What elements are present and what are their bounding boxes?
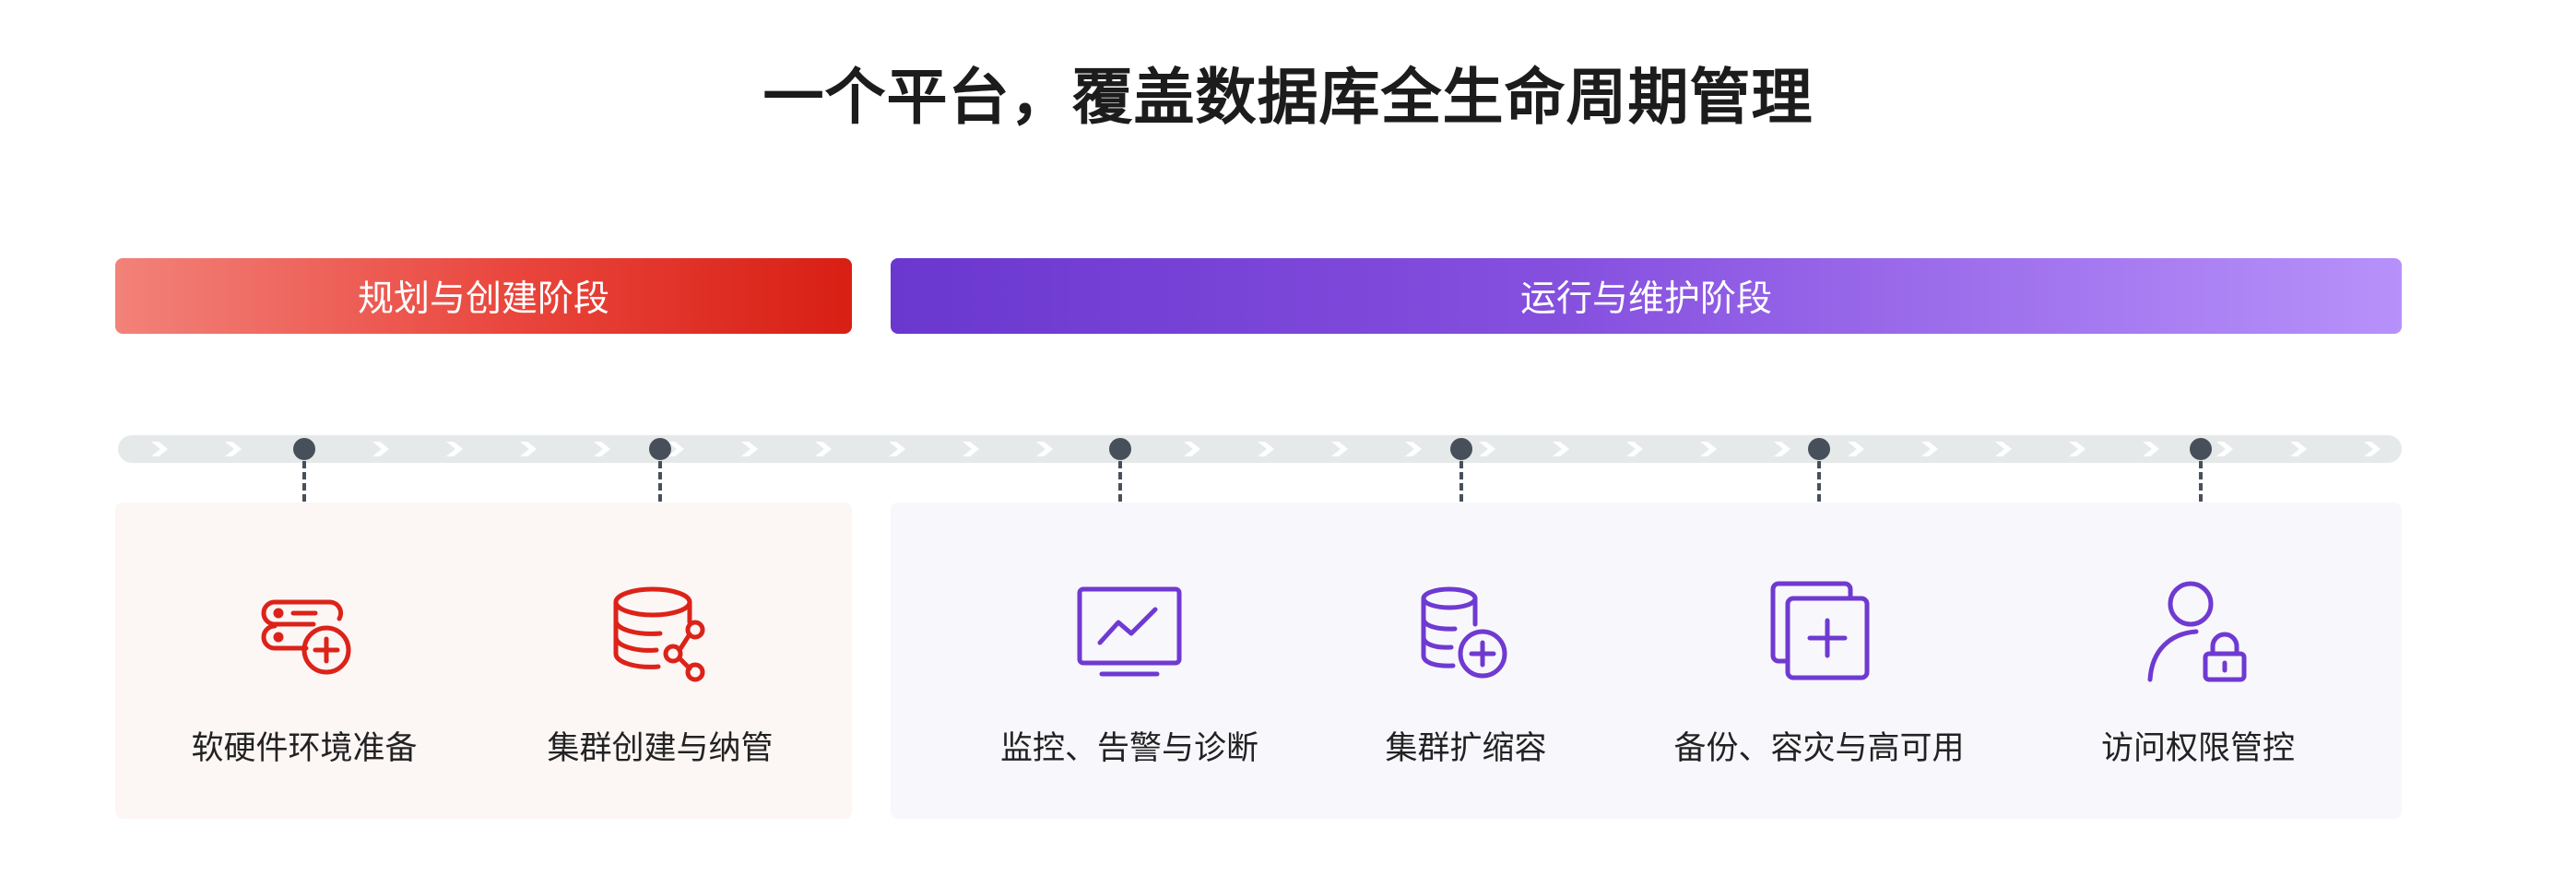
monitor-chart-icon (1077, 586, 1182, 677)
chevron-right-icon (2143, 442, 2159, 456)
chevron-right-icon (1405, 442, 1422, 456)
chevron-right-icon (741, 442, 758, 456)
chevron-right-icon (1774, 442, 1790, 456)
chevron-right-icon (2069, 442, 2086, 456)
stage-label: 备份、容灾与高可用 (1673, 730, 1965, 767)
chevron-right-icon (1553, 442, 1569, 456)
chevron-right-icon (1700, 442, 1717, 456)
timeline-node (1808, 438, 1830, 460)
chevron-right-icon (1036, 442, 1053, 456)
chevron-right-icon (225, 442, 242, 456)
stage-item-environment-prep: 软硬件环境准备 (148, 503, 461, 769)
stage-item-access-control: 访问权限管控 (2041, 503, 2355, 769)
panel-planning (115, 503, 852, 819)
stage-label: 访问权限管控 (2100, 730, 2295, 767)
chevron-right-icon (2216, 442, 2233, 456)
phase-label-operations: 运行与维护阶段 (1519, 278, 1772, 320)
timeline-node (649, 438, 671, 460)
database-share-icon (613, 586, 705, 682)
timeline-connector (658, 461, 662, 502)
timeline-connector (302, 461, 306, 502)
chevron-right-icon (151, 442, 168, 456)
chevron-right-icon (1848, 442, 1864, 456)
database-add-icon (1421, 586, 1507, 679)
timeline-node (293, 438, 315, 460)
page-title: 一个平台，覆盖数据库全生命周期管理 (762, 62, 1814, 133)
chevron-right-icon (1626, 442, 1643, 456)
timeline-connector (2199, 461, 2203, 502)
stage-item-scaling: 集群扩缩容 (1309, 503, 1623, 769)
stage-label: 监控、告警与诊断 (999, 730, 1258, 767)
copy-add-icon (1770, 581, 1870, 680)
stage-label: 集群创建与纳管 (547, 730, 774, 767)
chevron-right-icon (1995, 442, 2012, 456)
timeline-node (2190, 438, 2212, 460)
timeline-track (118, 435, 2402, 463)
phase-banner-operations: 运行与维护阶段 (891, 258, 2402, 334)
chevron-right-icon (815, 442, 832, 456)
chevron-right-icon (520, 442, 537, 456)
server-add-icon (261, 599, 351, 675)
stage-item-backup: 备份、容灾与高可用 (1662, 503, 1976, 769)
timeline-connector (1459, 461, 1463, 502)
chevron-right-icon (963, 442, 979, 456)
chevron-right-icon (446, 442, 463, 456)
chevron-right-icon (1479, 442, 1495, 456)
phase-banner-planning: 规划与创建阶段 (115, 258, 852, 334)
chevron-right-icon (1258, 442, 1274, 456)
chevron-right-icon (889, 442, 905, 456)
chevron-right-icon (1921, 442, 1938, 456)
timeline-connector (1817, 461, 1821, 502)
stage-label: 集群扩缩容 (1385, 730, 1547, 767)
chevron-right-icon (594, 442, 610, 456)
timeline-connector (1118, 461, 1122, 502)
stage-item-monitoring: 监控、告警与诊断 (973, 503, 1286, 769)
user-lock-icon (2147, 581, 2247, 682)
stage-item-cluster-creation: 集群创建与纳管 (503, 503, 817, 769)
phase-label-planning: 规划与创建阶段 (357, 278, 609, 320)
chevron-right-icon (1331, 442, 1348, 456)
stage-label: 软硬件环境准备 (191, 730, 418, 767)
timeline-node (1450, 438, 1472, 460)
chevron-right-icon (2364, 442, 2381, 456)
chevron-right-icon (372, 442, 389, 456)
chevron-right-icon (1184, 442, 1200, 456)
chevron-right-icon (2290, 442, 2307, 456)
timeline-node (1109, 438, 1131, 460)
